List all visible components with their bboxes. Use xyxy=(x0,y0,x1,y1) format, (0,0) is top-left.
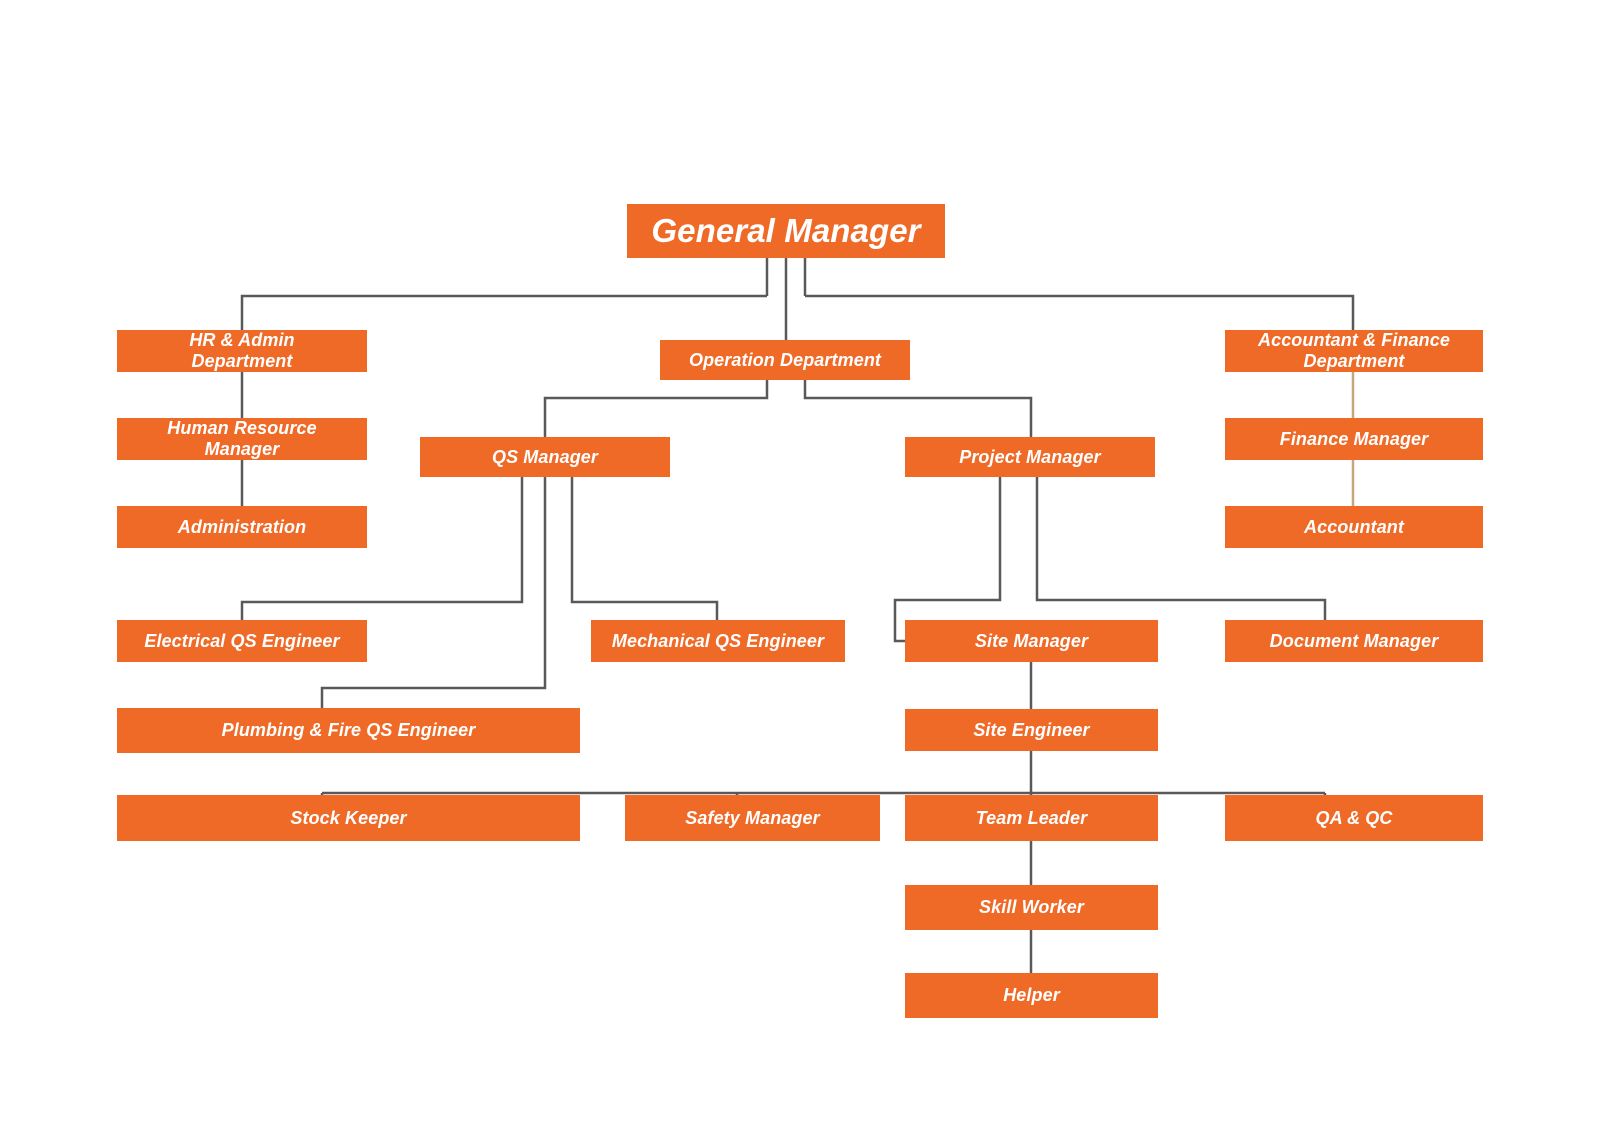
node-helper-label: Helper xyxy=(1003,985,1060,1006)
node-accountant-finance-department-label: Accountant & Finance Department xyxy=(1257,330,1451,371)
node-safety-manager[interactable]: Safety Manager xyxy=(625,795,880,841)
node-human-resource-manager[interactable]: Human Resource Manager xyxy=(117,418,367,460)
line-operation-to-pm xyxy=(803,380,1033,437)
line-operation-to-qs xyxy=(543,380,769,437)
node-hr-admin-department-label: HR & Admin Department xyxy=(189,330,295,371)
node-document-manager-label: Document Manager xyxy=(1269,630,1439,651)
node-operation-department[interactable]: Operation Department xyxy=(660,340,910,380)
node-operation-department-label: Operation Department xyxy=(688,349,882,370)
node-skill-worker-label: Skill Worker xyxy=(979,897,1084,918)
node-accountant-label: Accountant xyxy=(1304,516,1404,537)
line-gm-to-finance xyxy=(805,294,1355,330)
node-human-resource-manager-label: Human Resource Manager xyxy=(167,418,317,459)
node-plumbing-fire-qs-engineer-label: Plumbing & Fire QS Engineer xyxy=(221,720,476,741)
node-hr-admin-department[interactable]: HR & Admin Department xyxy=(117,330,367,372)
node-site-manager-label: Site Manager xyxy=(974,630,1089,651)
node-stock-keeper[interactable]: Stock Keeper xyxy=(117,795,580,841)
line-qs-to-electrical xyxy=(240,477,524,630)
node-safety-manager-label: Safety Manager xyxy=(685,807,820,828)
node-project-manager[interactable]: Project Manager xyxy=(905,437,1155,477)
node-team-leader[interactable]: Team Leader xyxy=(905,795,1158,841)
line-pm-to-sitemanager xyxy=(893,477,1002,643)
node-site-engineer[interactable]: Site Engineer xyxy=(905,709,1158,751)
node-qs-manager-label: QS Manager xyxy=(491,446,599,467)
node-general-manager-label: General Manager xyxy=(651,212,921,250)
node-administration[interactable]: Administration xyxy=(117,506,367,548)
node-mechanical-qs-engineer[interactable]: Mechanical QS Engineer xyxy=(591,620,845,662)
node-mechanical-qs-engineer-label: Mechanical QS Engineer xyxy=(611,630,825,651)
line-pm-to-documentmanager xyxy=(1035,477,1327,620)
node-accountant-finance-department[interactable]: Accountant & Finance Department xyxy=(1225,330,1483,372)
node-qa-qc[interactable]: QA & QC xyxy=(1225,795,1483,841)
node-plumbing-fire-qs-engineer[interactable]: Plumbing & Fire QS Engineer xyxy=(117,708,580,753)
node-qa-qc-label: QA & QC xyxy=(1315,807,1393,828)
node-helper[interactable]: Helper xyxy=(905,973,1158,1018)
node-general-manager[interactable]: General Manager xyxy=(627,204,945,258)
line-qs-to-plumbing xyxy=(320,477,547,708)
node-site-manager[interactable]: Site Manager xyxy=(905,620,1158,662)
node-qs-manager[interactable]: QS Manager xyxy=(420,437,670,477)
node-site-engineer-label: Site Engineer xyxy=(973,719,1090,740)
node-skill-worker[interactable]: Skill Worker xyxy=(905,885,1158,930)
line-qs-to-mechanical xyxy=(570,477,719,620)
node-electrical-qs-engineer[interactable]: Electrical QS Engineer xyxy=(117,620,367,662)
node-document-manager[interactable]: Document Manager xyxy=(1225,620,1483,662)
node-stock-keeper-label: Stock Keeper xyxy=(290,807,407,828)
node-finance-manager-label: Finance Manager xyxy=(1279,428,1429,449)
node-team-leader-label: Team Leader xyxy=(975,807,1088,828)
line-gm-to-hr xyxy=(240,294,767,330)
node-finance-manager[interactable]: Finance Manager xyxy=(1225,418,1483,460)
node-accountant[interactable]: Accountant xyxy=(1225,506,1483,548)
node-electrical-qs-engineer-label: Electrical QS Engineer xyxy=(144,630,340,651)
node-administration-label: Administration xyxy=(177,516,307,537)
node-project-manager-label: Project Manager xyxy=(959,446,1101,467)
